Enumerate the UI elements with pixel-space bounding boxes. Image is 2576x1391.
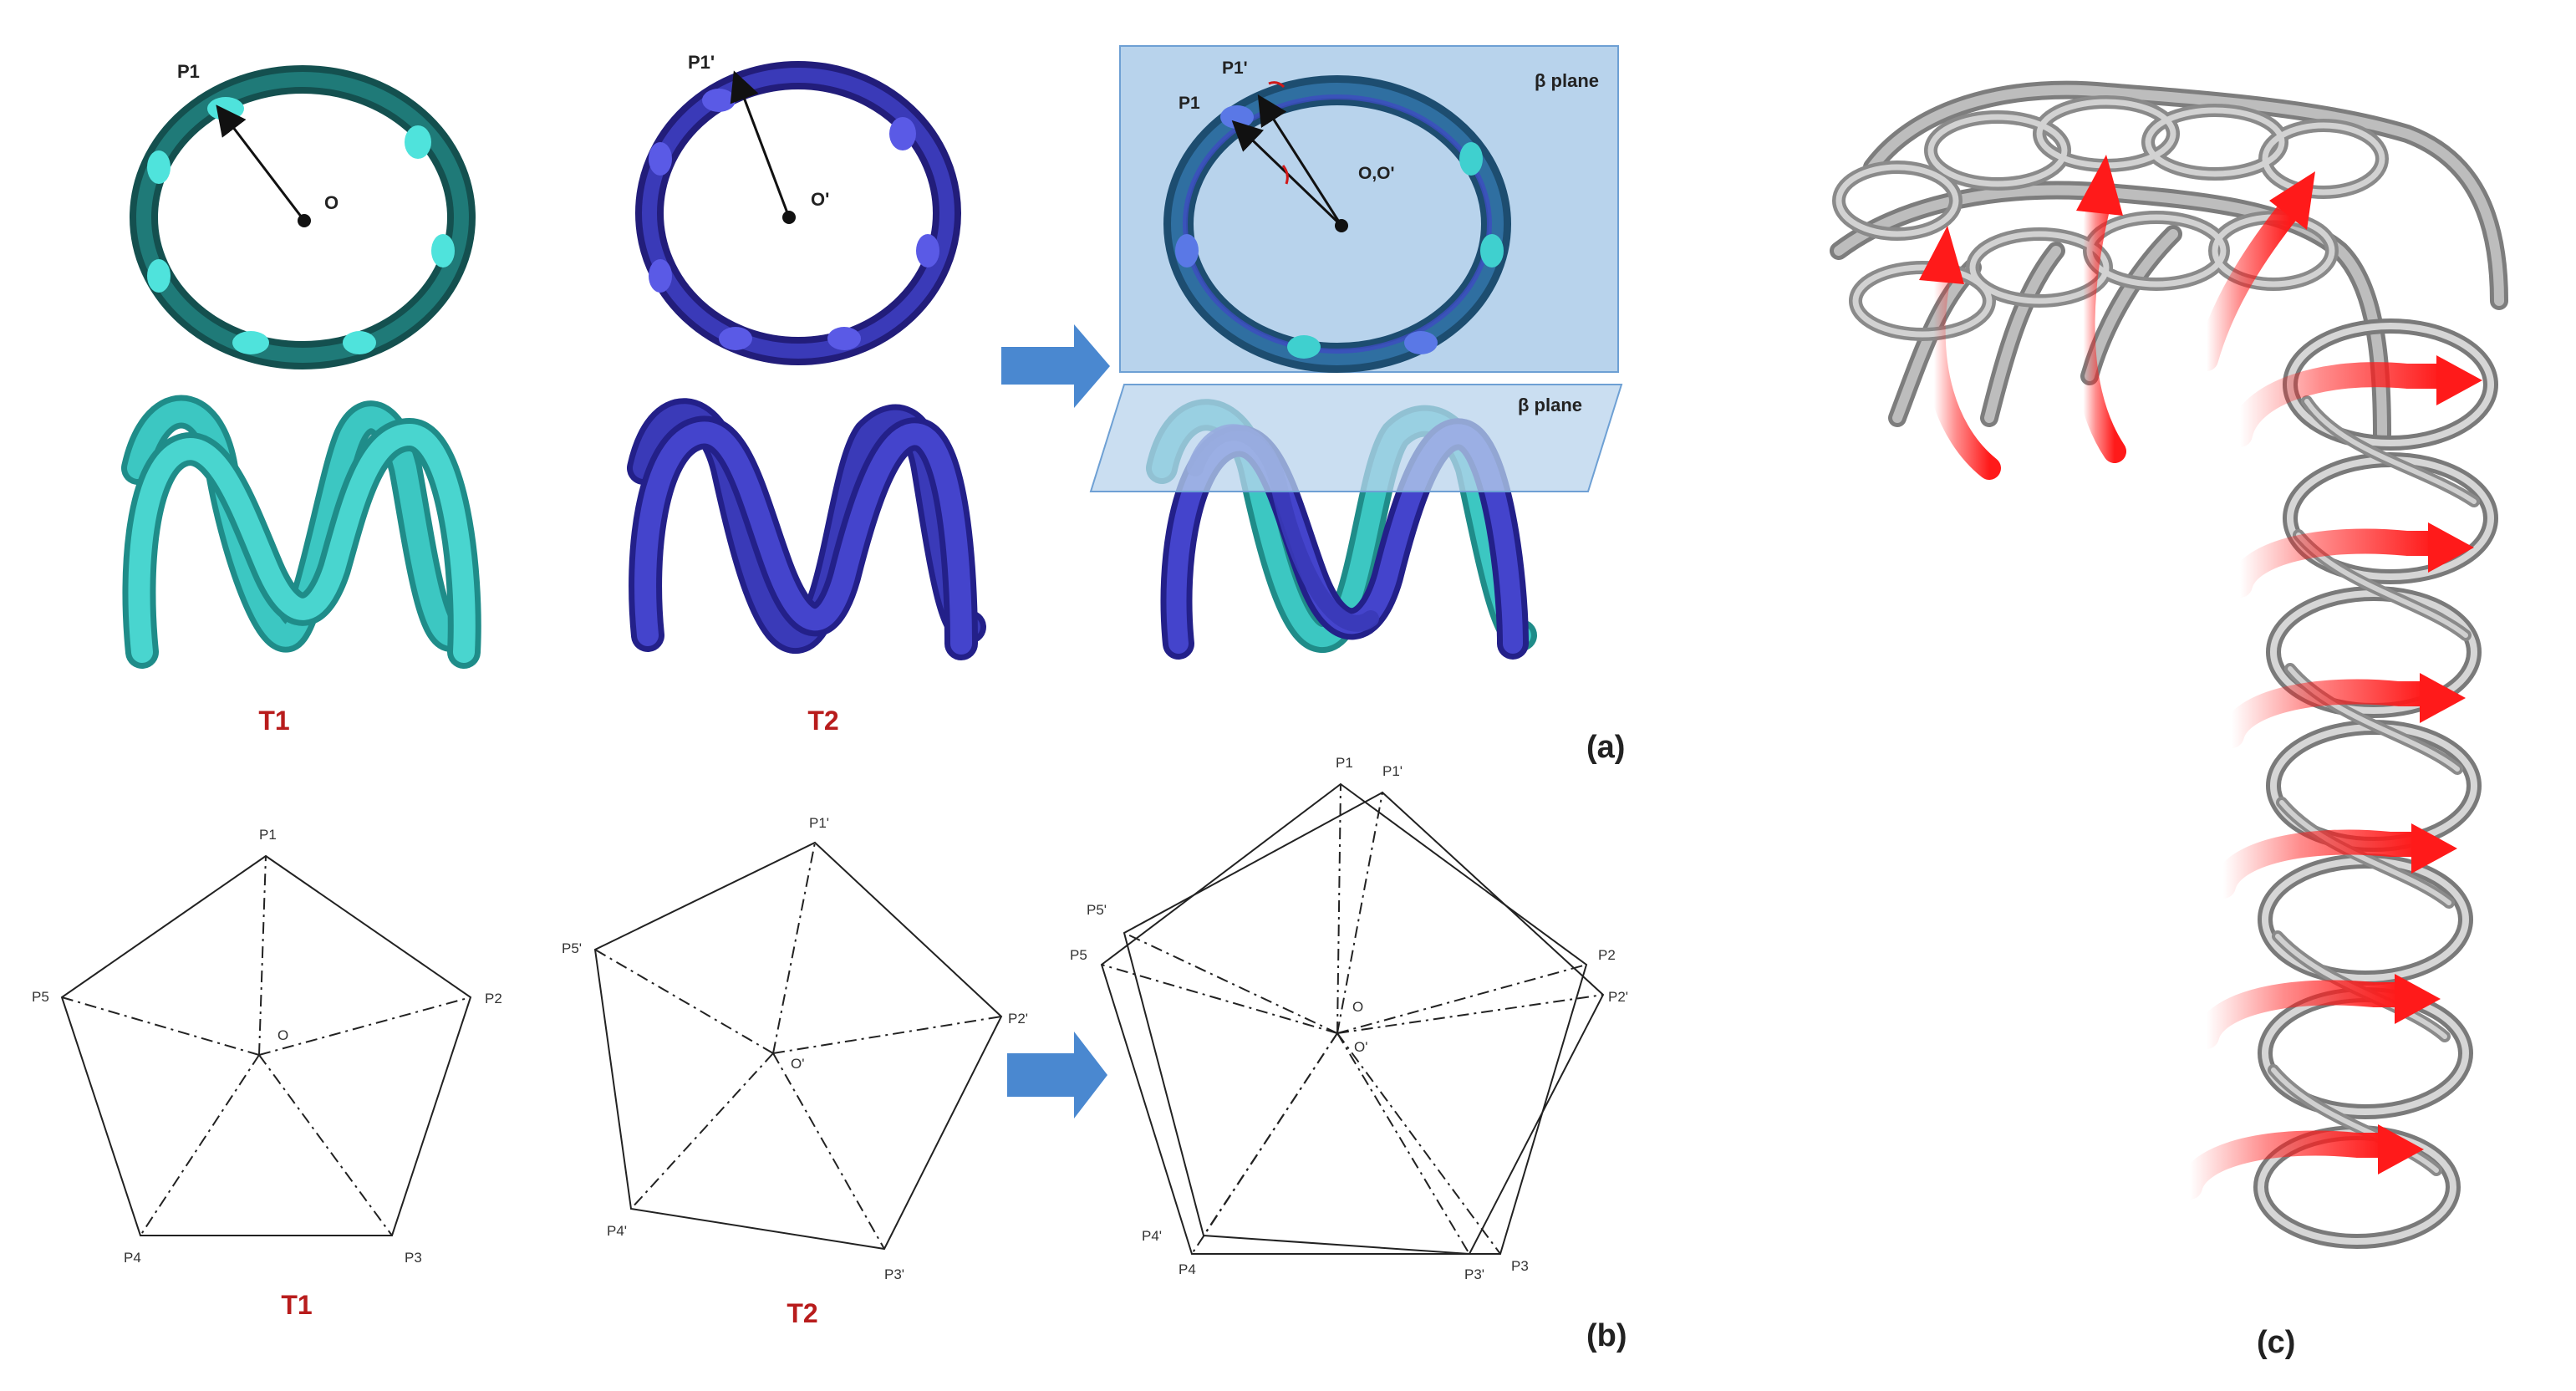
beta-plane-bottom-label: β plane bbox=[1518, 395, 1582, 415]
t2-center-label: O' bbox=[811, 189, 829, 210]
overlay-vertex-p3-prime: P3' bbox=[1464, 1266, 1484, 1282]
t2-coil-image bbox=[627, 398, 986, 660]
overlay-vertex-p1: P1 bbox=[1336, 755, 1353, 771]
t2-point-label: P1' bbox=[688, 52, 715, 73]
panel-b: P1 P2 P3 P4 P5 O T1 P1' P2' P3' P4' P5' … bbox=[32, 755, 1628, 1353]
overlay-point2-label: P1' bbox=[1222, 59, 1248, 78]
rotation-arrow bbox=[2227, 355, 2482, 447]
rotation-arrow bbox=[2071, 155, 2126, 463]
panel-b-label: (b) bbox=[1586, 1318, 1627, 1353]
rotation-arrow bbox=[2227, 522, 2474, 598]
panel-a-label: (a) bbox=[1586, 730, 1625, 765]
t1-center: O bbox=[277, 1027, 288, 1043]
rotation-arrow bbox=[2194, 974, 2441, 1049]
overlay-vertex-p1-prime: P1' bbox=[1382, 763, 1403, 779]
t2-vertex-p1: P1' bbox=[809, 815, 829, 831]
t2-vertex-p2: P2' bbox=[1008, 1011, 1028, 1027]
t2-vertex-p3: P3' bbox=[884, 1266, 904, 1282]
overlay-point1-label: P1 bbox=[1179, 94, 1200, 113]
t2-vertex-p5: P5' bbox=[562, 940, 582, 956]
t1-vertex-p4: P4 bbox=[124, 1250, 141, 1266]
t1-coil-image bbox=[121, 395, 481, 669]
t2-center: O' bbox=[791, 1056, 804, 1072]
t2-caption: T2 bbox=[807, 706, 838, 736]
overlay-center-label: O,O' bbox=[1358, 164, 1395, 183]
t1-caption: T1 bbox=[258, 706, 289, 736]
rotation-arrow bbox=[2211, 823, 2457, 899]
t2-ring-image: P1' O' bbox=[635, 52, 961, 365]
overlay-vertex-p3: P3 bbox=[1511, 1258, 1529, 1274]
t1-pentagon-caption: T1 bbox=[281, 1290, 312, 1320]
overlay-vertex-p4: P4 bbox=[1179, 1261, 1196, 1277]
rotation-arrow bbox=[1919, 226, 2001, 480]
rotation-arrows-shaft bbox=[2177, 355, 2482, 1200]
overlay-vertex-p2-prime: P2' bbox=[1608, 989, 1628, 1005]
pentagon-overlay bbox=[1100, 782, 1605, 1256]
t2-pentagon-caption: T2 bbox=[787, 1298, 817, 1328]
panel-a: P1 O P1' O' T1 bbox=[121, 45, 1625, 765]
t1-ring-image: P1 O bbox=[130, 61, 476, 369]
rotation-arrow bbox=[2219, 673, 2466, 748]
t1-vertex-p1: P1 bbox=[259, 827, 277, 843]
t1-vertex-p5: P5 bbox=[32, 989, 49, 1005]
overlay-vertex-p5-prime: P5' bbox=[1087, 902, 1107, 918]
overlay-center2: O' bbox=[1354, 1039, 1367, 1055]
overlay-vertex-p4-prime: P4' bbox=[1142, 1228, 1162, 1244]
panel-c: (c) bbox=[1830, 80, 2508, 1360]
beta-plane-top-label: β plane bbox=[1535, 70, 1599, 91]
overlay-vertex-p2: P2 bbox=[1598, 947, 1616, 963]
rotation-arrow bbox=[2195, 171, 2315, 371]
transition-arrow-a bbox=[1001, 324, 1110, 408]
beta-plane-bottom bbox=[1089, 384, 1623, 492]
overlay-center1: O bbox=[1352, 999, 1363, 1015]
overlay-ring-image: P1 P1' O,O' bbox=[1163, 59, 1511, 373]
rotation-arrows-hook bbox=[1919, 155, 2315, 480]
transition-arrow-b bbox=[1007, 1032, 1107, 1118]
t1-center-label: O bbox=[324, 192, 339, 213]
t2-vertex-p4: P4' bbox=[607, 1223, 627, 1239]
rotation-arrow bbox=[2177, 1124, 2424, 1200]
pentagon-t1 bbox=[60, 854, 472, 1236]
t1-point-label: P1 bbox=[177, 61, 200, 82]
t1-vertex-p2: P2 bbox=[485, 991, 502, 1006]
overlay-vertex-p5: P5 bbox=[1070, 947, 1087, 963]
t1-vertex-p3: P3 bbox=[405, 1250, 422, 1266]
panel-c-label: (c) bbox=[2257, 1325, 2295, 1360]
pentagon-t2 bbox=[593, 841, 1003, 1251]
